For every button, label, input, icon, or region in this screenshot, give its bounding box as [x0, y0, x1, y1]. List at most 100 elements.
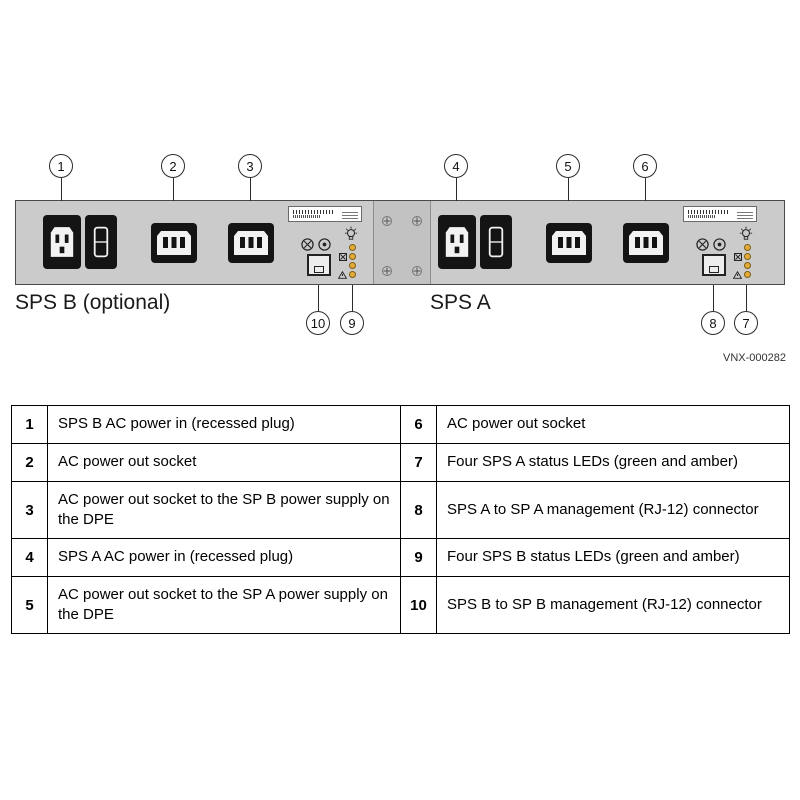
circle-dot-icon	[318, 238, 331, 251]
callout-line	[250, 178, 251, 201]
warning-triangle-icon	[338, 270, 347, 279]
legend-desc: SPS A AC power in (recessed plug)	[47, 538, 401, 577]
power-inlet-icon	[50, 227, 74, 257]
legend-num: 6	[400, 405, 437, 444]
power-inlet-icon	[445, 227, 469, 257]
callout-line	[456, 178, 457, 201]
callout-circle-9: 9	[340, 311, 364, 335]
sps-b-rj12-connector	[307, 254, 331, 276]
legend-row: 1 SPS B AC power in (recessed plug) 6 AC…	[11, 405, 790, 444]
power-outlet-icon	[234, 231, 268, 255]
legend-desc: AC power out socket	[47, 443, 401, 482]
status-led	[349, 244, 356, 251]
status-led	[744, 253, 751, 260]
legend-num: 7	[400, 443, 437, 482]
legend-desc: AC power out socket to the SP B power su…	[47, 481, 401, 539]
sps-a-power-inlet	[438, 215, 476, 269]
led-row	[338, 261, 356, 270]
barcode-lines	[293, 215, 321, 218]
circle-x-icon	[696, 238, 709, 251]
callout-line	[352, 285, 353, 311]
led-row	[733, 270, 751, 279]
callout-circle-5: 5	[556, 154, 580, 178]
led-row	[338, 243, 356, 252]
callout-circle-8: 8	[701, 311, 725, 335]
sps-a-label: SPS A	[430, 291, 491, 314]
legend-num: 3	[11, 481, 48, 539]
legend-desc: AC power out socket to the SP A power su…	[47, 576, 401, 634]
sps-a-power-switch	[480, 215, 512, 269]
bulb-icon	[739, 226, 753, 242]
led-row	[338, 270, 356, 279]
legend-num: 10	[400, 576, 437, 634]
legend-num: 4	[11, 538, 48, 577]
power-switch-icon	[93, 226, 109, 258]
legend-row: 2 AC power out socket 7 Four SPS A statu…	[11, 443, 790, 482]
square-x-icon	[733, 252, 742, 261]
barcode-lines	[342, 210, 358, 219]
screw-icon	[412, 263, 422, 276]
callout-circle-3: 3	[238, 154, 262, 178]
legend: 1 SPS B AC power in (recessed plug) 6 AC…	[11, 405, 790, 634]
callout-circle-2: 2	[161, 154, 185, 178]
sps-a-rj12-connector	[702, 254, 726, 276]
legend-desc: SPS B AC power in (recessed plug)	[47, 405, 401, 444]
icon-slot	[338, 243, 347, 252]
circle-x-icon	[301, 238, 314, 251]
led-row	[733, 252, 751, 261]
callout-circle-10: 10	[306, 311, 330, 335]
legend-desc: Four SPS A status LEDs (green and amber)	[436, 443, 790, 482]
legend-row: 5 AC power out socket to the SP A power …	[11, 576, 790, 634]
sps-b-barcode-label	[288, 206, 362, 222]
callout-line	[318, 285, 319, 311]
legend-desc: Four SPS B status LEDs (green and amber)	[436, 538, 790, 577]
sps-b-power-switch	[85, 215, 117, 269]
legend-table: 1 SPS B AC power in (recessed plug) 6 AC…	[11, 405, 790, 634]
screw-icon	[382, 213, 392, 226]
bulb-icon	[344, 226, 358, 242]
sps-b-status-leds	[338, 243, 356, 279]
legend-row: 4 SPS A AC power in (recessed plug) 9 Fo…	[11, 538, 790, 577]
callout-circle-7: 7	[734, 311, 758, 335]
sps-a-power-out-socket-2	[623, 223, 669, 263]
barcode-lines	[688, 210, 730, 214]
status-led	[744, 271, 751, 278]
callout-line	[173, 178, 174, 201]
screw-icon	[382, 263, 392, 276]
sps-b-power-out-socket-2	[228, 223, 274, 263]
legend-desc: SPS B to SP B management (RJ-12) connect…	[436, 576, 790, 634]
figure-id: VNX-000282	[723, 352, 786, 364]
led-row	[733, 243, 751, 252]
status-led	[349, 253, 356, 260]
callout-line	[713, 285, 714, 311]
legend-row: 3 AC power out socket to the SP B power …	[11, 481, 790, 539]
power-outlet-icon	[629, 231, 663, 255]
status-led	[349, 262, 356, 269]
status-led	[744, 244, 751, 251]
callout-circle-6: 6	[633, 154, 657, 178]
legend-desc: AC power out socket	[436, 405, 790, 444]
icon-slot	[733, 261, 742, 270]
power-switch-icon	[488, 226, 504, 258]
power-outlet-icon	[157, 231, 191, 255]
legend-desc: SPS A to SP A management (RJ-12) connect…	[436, 481, 790, 539]
sps-a-barcode-label	[683, 206, 757, 222]
circle-dot-icon	[713, 238, 726, 251]
square-x-icon	[338, 252, 347, 261]
barcode-lines	[688, 215, 716, 218]
callout-line	[61, 178, 62, 201]
barcode-lines	[293, 210, 335, 214]
callout-line	[645, 178, 646, 201]
led-row	[338, 252, 356, 261]
callout-line	[568, 178, 569, 201]
legend-num: 5	[11, 576, 48, 634]
sps-panel	[15, 200, 785, 285]
sps-a-status-leds	[733, 243, 751, 279]
icon-slot	[338, 261, 347, 270]
sps-b-label: SPS B (optional)	[15, 291, 171, 314]
icon-slot	[733, 243, 742, 252]
led-row	[733, 261, 751, 270]
sps-b-power-inlet	[43, 215, 81, 269]
power-outlet-icon	[552, 231, 586, 255]
